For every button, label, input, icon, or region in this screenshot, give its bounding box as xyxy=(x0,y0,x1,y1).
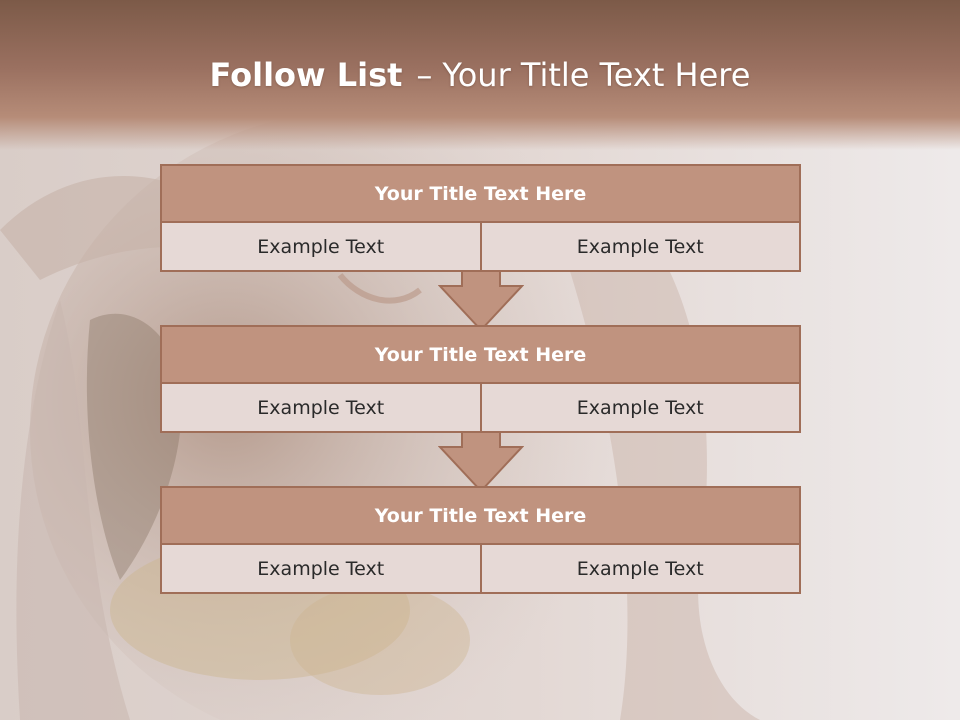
list-block-3: Your Title Text Here Example Text Exampl… xyxy=(160,486,801,594)
block-cell-left: Example Text xyxy=(162,223,480,270)
block-cell-left: Example Text xyxy=(162,545,480,592)
block-cell-right: Example Text xyxy=(479,545,799,592)
header-band xyxy=(0,0,960,150)
block-cell-left: Example Text xyxy=(162,384,480,431)
slide-title: Follow List–Your Title Text Here xyxy=(0,52,960,98)
block-heading: Your Title Text Here xyxy=(162,166,799,223)
list-block-1: Your Title Text Here Example Text Exampl… xyxy=(160,164,801,272)
title-bold: Follow List xyxy=(209,56,403,94)
title-dash: – xyxy=(416,56,433,94)
title-rest: Your Title Text Here xyxy=(442,56,751,94)
down-arrow-icon xyxy=(438,431,524,493)
block-heading: Your Title Text Here xyxy=(162,488,799,545)
list-block-2: Your Title Text Here Example Text Exampl… xyxy=(160,325,801,433)
block-cell-right: Example Text xyxy=(479,223,799,270)
block-cell-right: Example Text xyxy=(479,384,799,431)
block-heading: Your Title Text Here xyxy=(162,327,799,384)
down-arrow-icon xyxy=(438,270,524,332)
